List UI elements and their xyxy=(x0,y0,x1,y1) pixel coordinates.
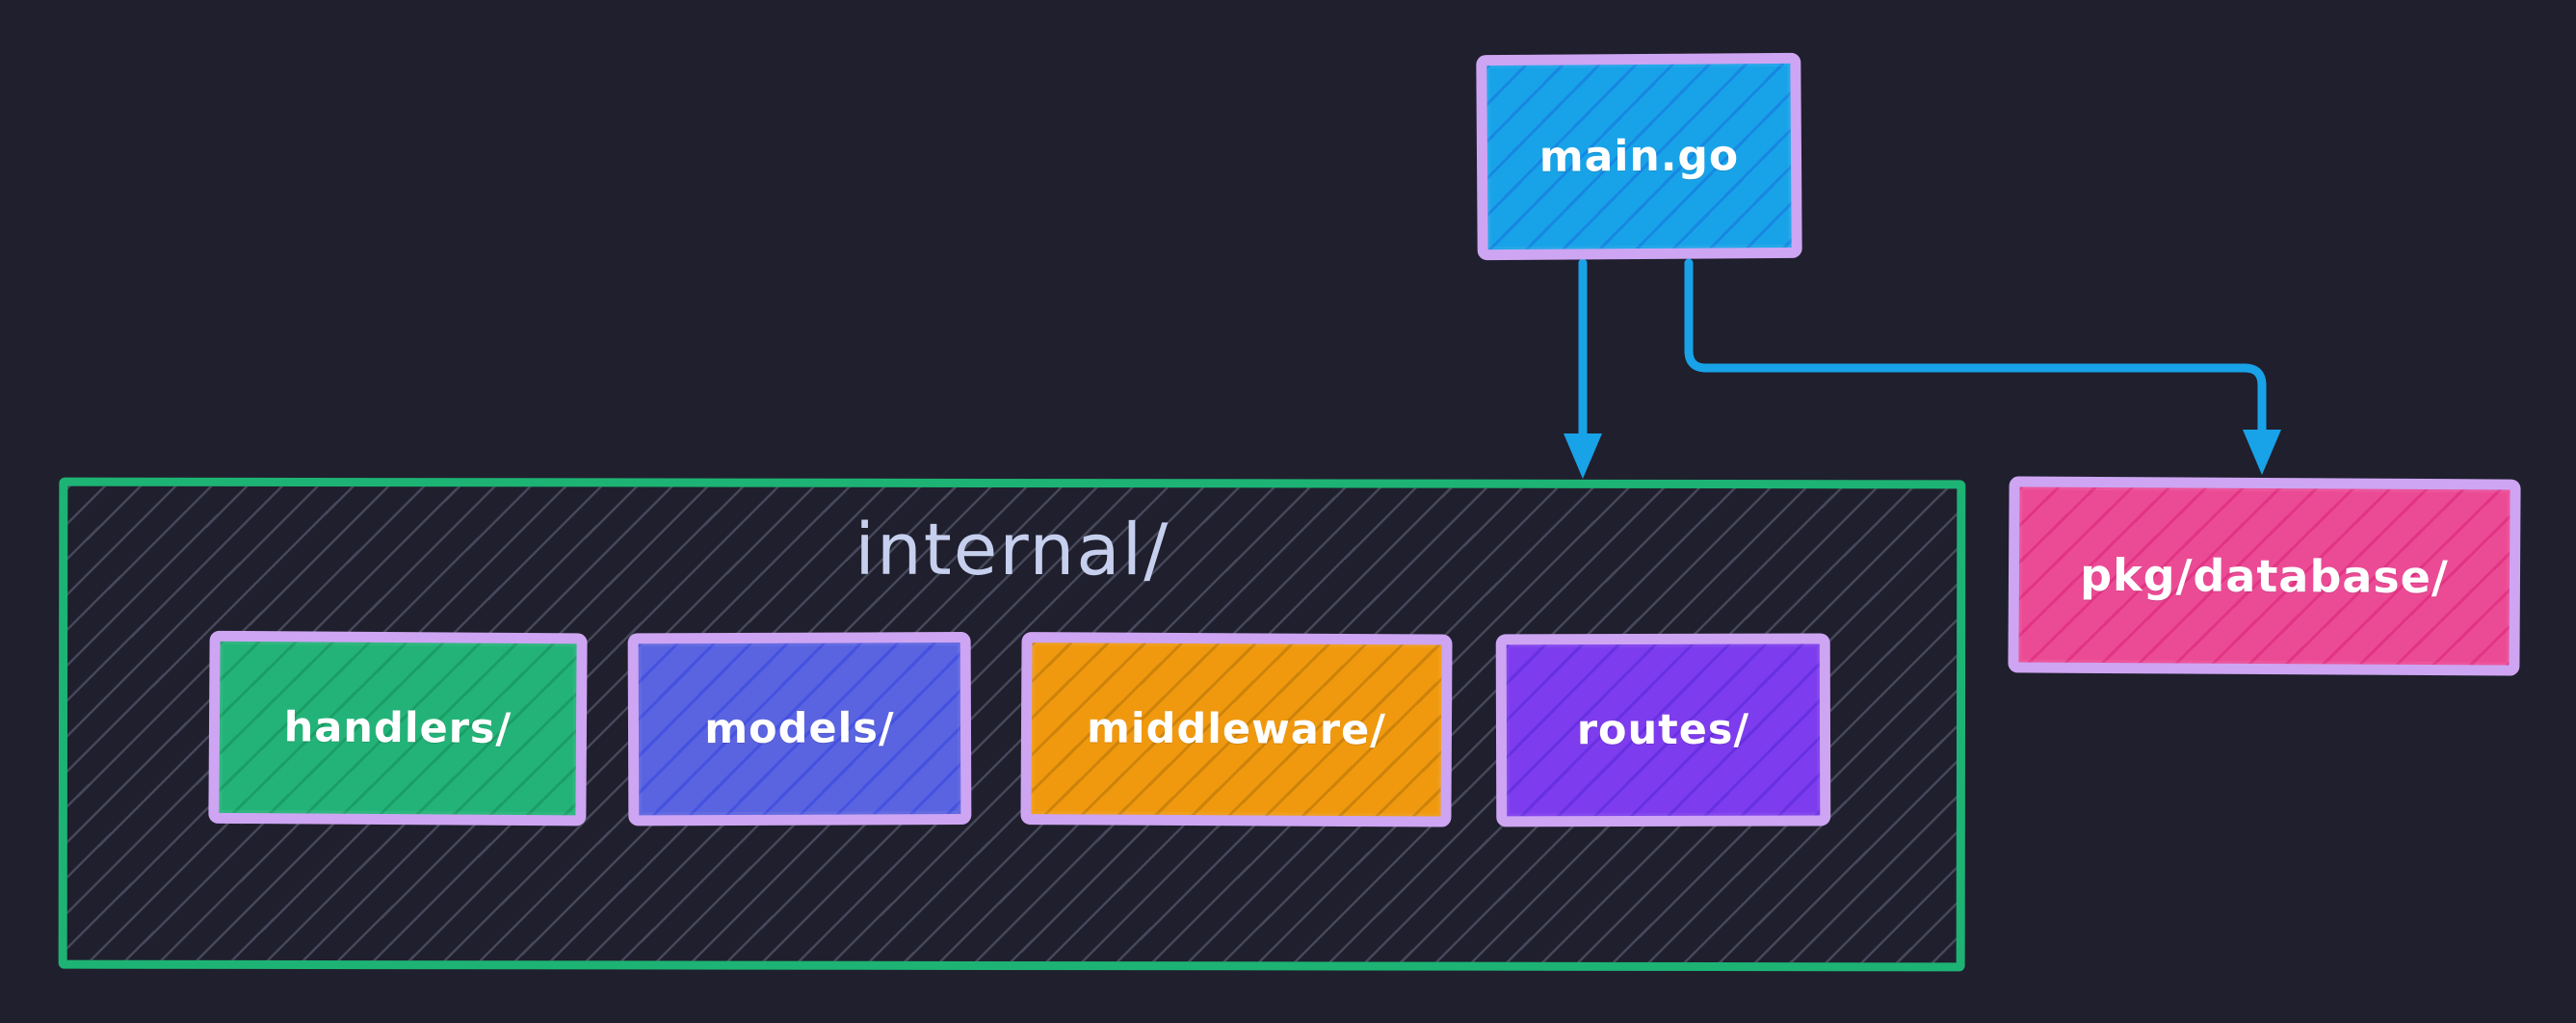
node-routes-label: routes/ xyxy=(1576,705,1750,755)
node-middleware[interactable]: middleware/ xyxy=(1020,632,1453,827)
node-main-go-label: main.go xyxy=(1538,131,1740,182)
arrow-main-to-pkg-database-shaft xyxy=(1684,258,2267,438)
arrow-main-to-pkg-database[interactable] xyxy=(1684,258,2281,475)
arrow-main-to-pkg-database-head xyxy=(2243,430,2281,475)
arrow-main-to-internal[interactable] xyxy=(1564,258,1602,479)
node-middleware-label: middleware/ xyxy=(1086,704,1387,755)
node-pkg-database[interactable]: pkg/database/ xyxy=(2008,476,2521,676)
node-routes[interactable]: routes/ xyxy=(1495,633,1831,827)
node-handlers-label: handlers/ xyxy=(283,703,513,753)
node-models[interactable]: models/ xyxy=(627,632,972,826)
node-handlers[interactable]: handlers/ xyxy=(208,630,588,826)
node-main-go[interactable]: main.go xyxy=(1476,52,1802,261)
container-internal-label: internal/ xyxy=(854,508,1170,592)
node-models-label: models/ xyxy=(704,704,895,754)
container-internal[interactable]: internal/ handlers/ models/ middleware/ … xyxy=(58,477,1966,972)
arrow-main-to-internal-head xyxy=(1564,433,1602,479)
node-pkg-database-label: pkg/database/ xyxy=(2080,548,2449,604)
